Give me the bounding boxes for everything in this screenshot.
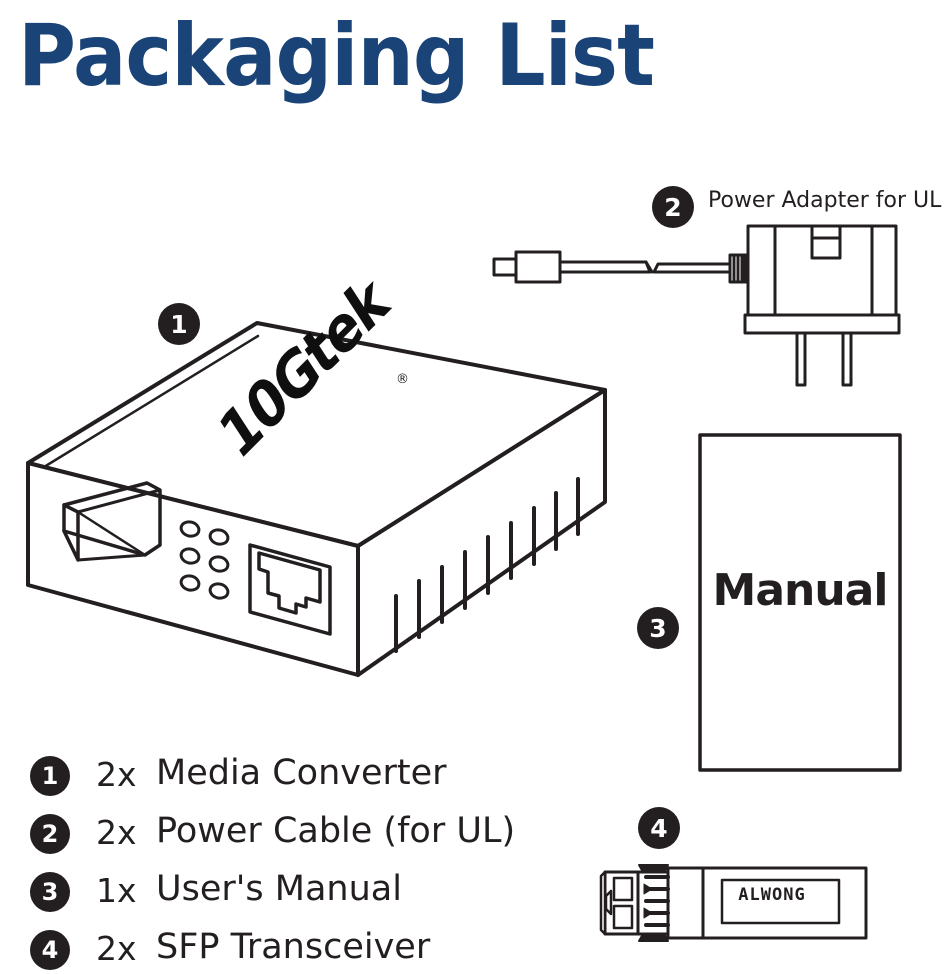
legend-badge-3: 3	[30, 872, 70, 912]
legend-badge-2: 2	[30, 814, 70, 854]
legend-name-3: User's Manual	[156, 869, 402, 909]
led-indicators	[179, 520, 230, 600]
legend-quantity-2: 2x	[96, 813, 137, 852]
legend-name-1: Media Converter	[156, 753, 447, 793]
ventilation-slots	[394, 477, 580, 653]
list-item: 3 1x User's Manual	[30, 866, 570, 924]
legend-badge-1: 1	[30, 756, 70, 796]
callout-badge-power-adapter: 2	[652, 186, 694, 228]
power-adapter-caption: Power Adapter for UL	[708, 188, 942, 213]
power-adapter-illustration	[492, 224, 901, 387]
list-item: 4 2x SFP Transceiver	[30, 924, 570, 974]
list-item: 1 2x Media Converter	[30, 750, 570, 808]
legend-badge-4: 4	[30, 930, 70, 970]
legend-name-2: Power Cable (for UL)	[156, 811, 516, 851]
manual-cover-label: Manual	[712, 565, 889, 616]
page-title: Packaging List	[18, 6, 655, 106]
sfp-brand-label: ALWONG	[738, 885, 806, 905]
sfp-cage-slot	[62, 481, 162, 562]
sfp-transceiver-illustration	[599, 864, 868, 942]
list-item: 2 2x Power Cable (for UL)	[30, 808, 570, 866]
legend-quantity-4: 2x	[96, 929, 137, 968]
callout-badge-manual: 3	[637, 607, 679, 649]
rj45-port	[248, 543, 332, 636]
callout-badge-media-converter: 1	[158, 303, 200, 345]
legend-quantity-3: 1x	[96, 871, 137, 910]
legend-name-4: SFP Transceiver	[156, 927, 431, 967]
packaging-legend: 1 2x Media Converter 2 2x Power Cable (f…	[30, 750, 570, 974]
callout-badge-sfp: 4	[638, 807, 680, 849]
legend-quantity-1: 2x	[96, 755, 137, 794]
media-converter-illustration	[26, 321, 607, 677]
manual-illustration	[698, 433, 902, 772]
